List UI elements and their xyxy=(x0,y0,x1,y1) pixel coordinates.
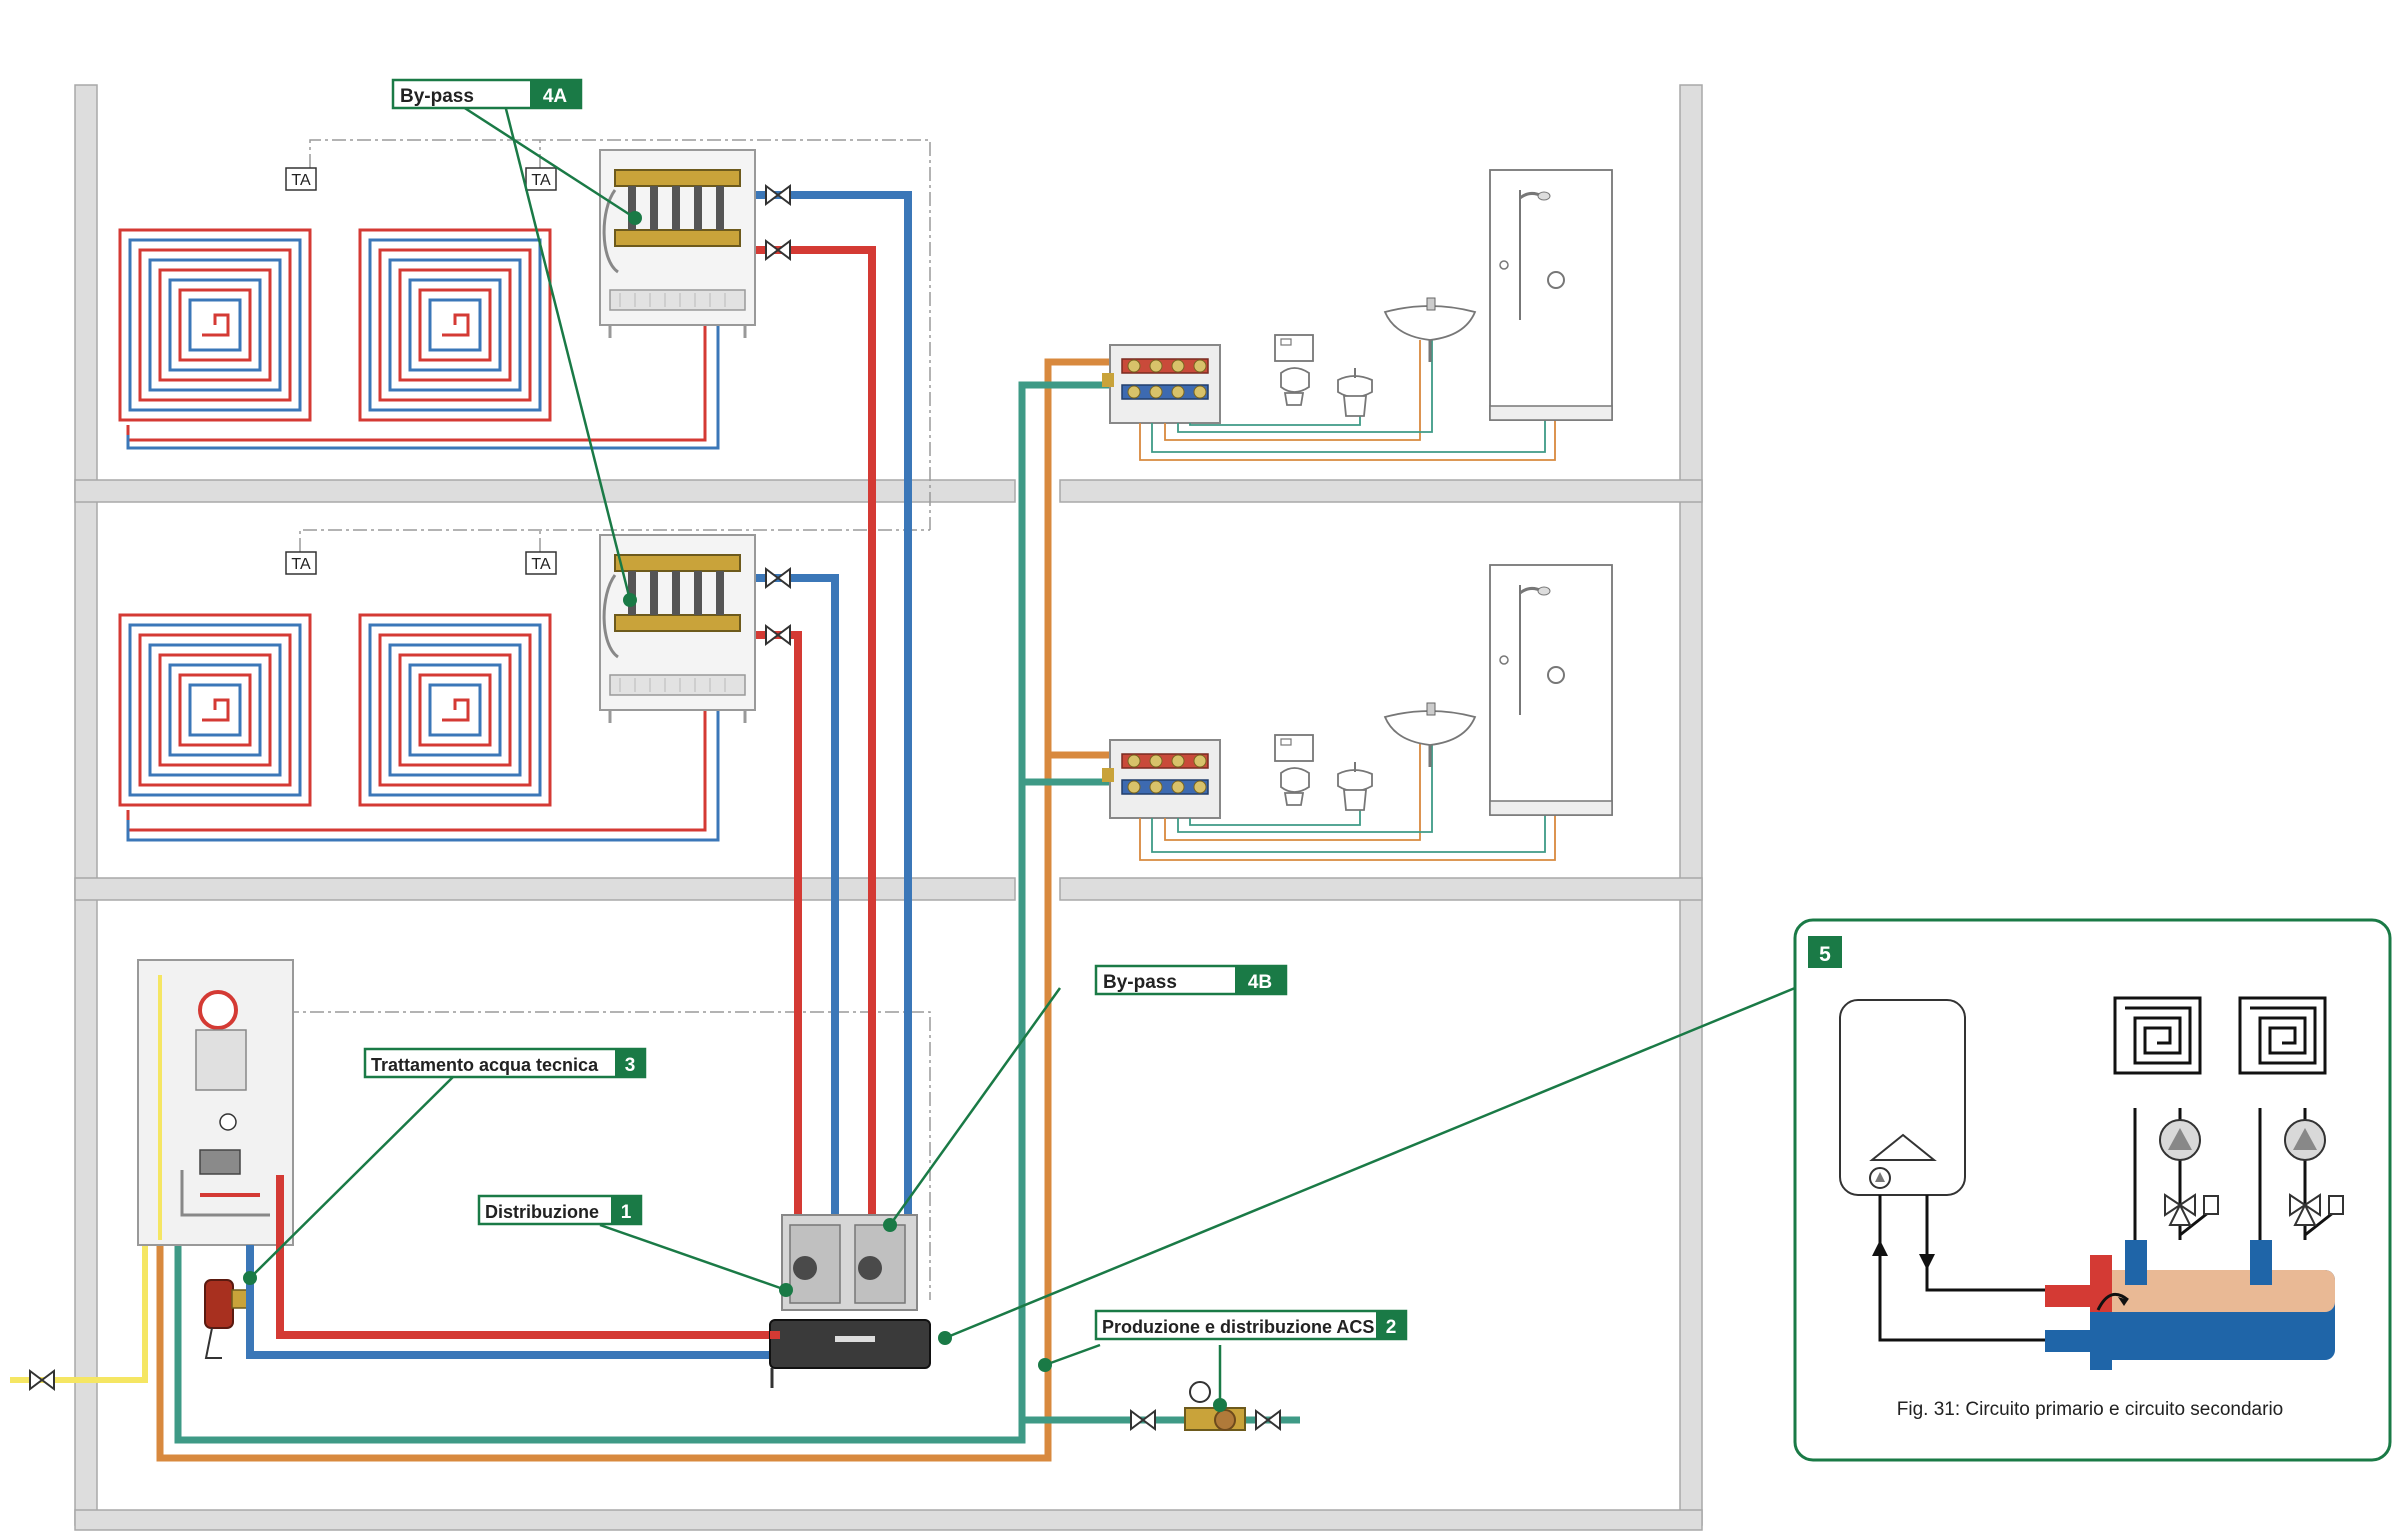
callout-number: 1 xyxy=(621,1202,632,1223)
sanitary-manifold xyxy=(1101,739,1221,819)
valve-icon xyxy=(765,625,791,645)
floor-heating-loop xyxy=(118,228,312,422)
boiler-icon xyxy=(1839,999,1966,1196)
floor-heating-icon xyxy=(2113,996,2202,1075)
mixing-valve-icon xyxy=(2289,1193,2344,1226)
floor-heating-loop xyxy=(358,228,552,422)
building-structure xyxy=(74,84,1703,1531)
inset-number: 5 xyxy=(1819,943,1831,966)
callout-leaders xyxy=(249,103,1796,1405)
loop-feed-lines xyxy=(126,320,720,842)
shower-icon xyxy=(1488,168,1614,422)
bidet-icon xyxy=(1337,367,1373,417)
toilet-icon xyxy=(1274,734,1314,806)
callout-label: Produzione e distribuzione ACS xyxy=(1102,1317,1374,1337)
dhw-risers xyxy=(156,358,1300,1462)
callout-label: By-pass xyxy=(400,86,474,107)
callout-bypass-4b: By-pass 4B xyxy=(1094,964,1288,996)
callout-dhw: Produzione e distribuzione ACS 2 xyxy=(1094,1309,1408,1341)
mixing-valve-icon xyxy=(2164,1193,2219,1226)
sink-icon xyxy=(1383,296,1477,364)
distribution-group-icon xyxy=(769,1214,931,1388)
thermostat-label: TA xyxy=(531,556,551,573)
thermostat: TA xyxy=(525,167,557,191)
heating-manifold-cabinet xyxy=(598,533,757,725)
shower-icon xyxy=(1488,563,1614,817)
callout-number: 2 xyxy=(1386,1317,1397,1338)
bidet-icon xyxy=(1337,761,1373,811)
inset-caption: Fig. 31: Circuito primario e circuito se… xyxy=(1897,1399,2284,1420)
sink-icon xyxy=(1383,701,1477,769)
gas-line xyxy=(10,1180,148,1383)
callout-distribution: Distribuzione 1 xyxy=(477,1194,643,1226)
floor-heating-icon xyxy=(2238,996,2327,1075)
valve-icon xyxy=(765,568,791,588)
valve-icon xyxy=(29,1370,55,1390)
pump-icon xyxy=(2284,1119,2326,1161)
callout-label: By-pass xyxy=(1103,972,1177,993)
valve-icon xyxy=(765,185,791,205)
callout-number: 4B xyxy=(1248,972,1272,993)
toilet-icon xyxy=(1274,334,1314,406)
thermostat-label: TA xyxy=(291,556,311,573)
thermostat-wiring xyxy=(285,139,931,1300)
thermostat: TA xyxy=(285,551,317,575)
callout-number: 3 xyxy=(625,1055,636,1076)
callout-bypass-4a: By-pass 4A xyxy=(391,78,583,110)
inset-panel: 5 xyxy=(1793,918,2392,1462)
callout-dots xyxy=(243,211,1227,1412)
pressure-reducer-icon xyxy=(1184,1381,1246,1431)
pump-icon xyxy=(2159,1119,2201,1161)
callout-label: Distribuzione xyxy=(485,1202,599,1222)
valve-icon xyxy=(765,240,791,260)
valve-icon xyxy=(1255,1410,1281,1430)
callout-label: Trattamento acqua tecnica xyxy=(371,1055,599,1075)
callout-water-treatment: Trattamento acqua tecnica 3 xyxy=(363,1047,647,1079)
floor-heating-loop xyxy=(358,613,552,807)
hydraulic-separator-icon xyxy=(2045,1240,2335,1370)
water-treatment-filter-icon xyxy=(204,1279,251,1359)
valve-icon xyxy=(1130,1410,1156,1430)
thermostat: TA xyxy=(525,551,557,575)
callout-number: 4A xyxy=(543,86,568,107)
heating-manifold-cabinet xyxy=(598,148,757,340)
heating-risers xyxy=(751,191,912,1229)
thermostat-label: TA xyxy=(291,172,311,189)
thermostat-label: TA xyxy=(531,172,551,189)
floor-heating-loop xyxy=(118,613,312,807)
thermostat: TA xyxy=(285,167,317,191)
boiler-icon xyxy=(137,959,294,1246)
sanitary-manifold xyxy=(1101,344,1221,424)
